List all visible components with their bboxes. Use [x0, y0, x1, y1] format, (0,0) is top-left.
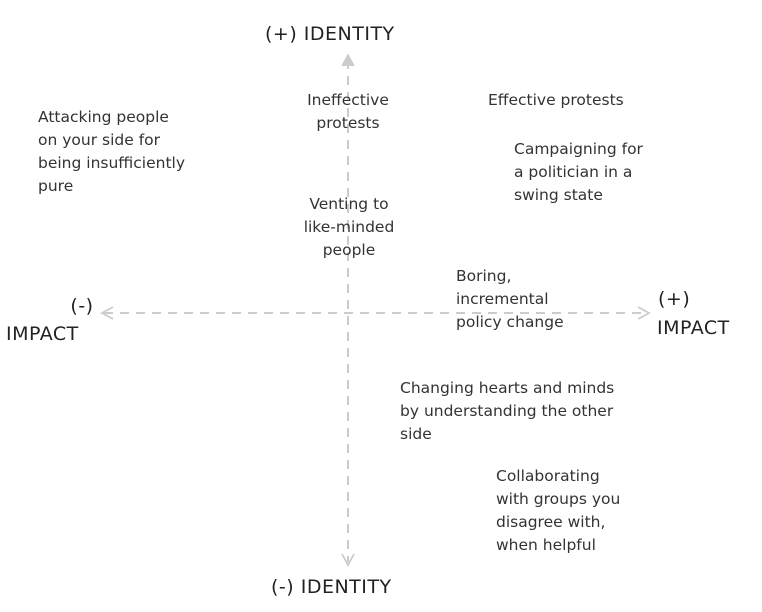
item-ineffective-protests: Ineffective protests [307, 91, 389, 132]
item-collaborating: Collaborating with groups you disagree w… [496, 467, 621, 554]
item-attacking-people: Attacking people on your side for being … [38, 108, 186, 195]
identity-negative-label: (-) IDENTITY [271, 576, 392, 598]
impact-axis-arrow-right [637, 306, 651, 320]
item-boring-policy-change: Boring, incremental policy change [456, 267, 564, 331]
impact-positive-label: IMPACT [657, 317, 730, 339]
impact-negative-sign: (-) [70, 295, 94, 317]
identity-axis-arrow-down [341, 553, 355, 567]
identity-axis-arrow-up [341, 53, 355, 67]
item-campaigning: Campaigning for a politician in a swing … [514, 140, 643, 204]
impact-positive-sign: (+) [658, 288, 691, 310]
impact-axis-arrow-left [100, 306, 114, 320]
item-changing-hearts: Changing hearts and minds by understandi… [400, 379, 615, 443]
item-venting: Venting to like-minded people [303, 195, 395, 259]
item-effective-protests: Effective protests [488, 91, 624, 109]
identity-positive-label: (+) IDENTITY [265, 23, 395, 45]
impact-negative-label: IMPACT [6, 323, 79, 345]
